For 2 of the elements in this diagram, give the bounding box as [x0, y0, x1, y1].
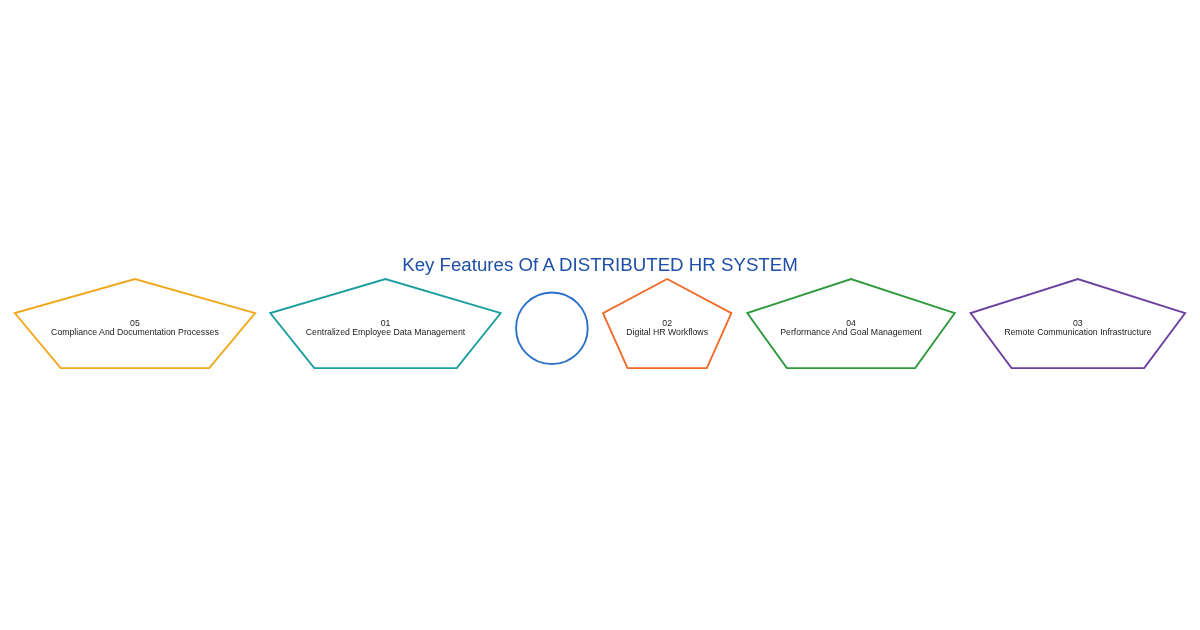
diagram-title: Key Features Of A DISTRIBUTED HR SYSTEM: [402, 253, 798, 275]
node-circle: [515, 291, 589, 365]
